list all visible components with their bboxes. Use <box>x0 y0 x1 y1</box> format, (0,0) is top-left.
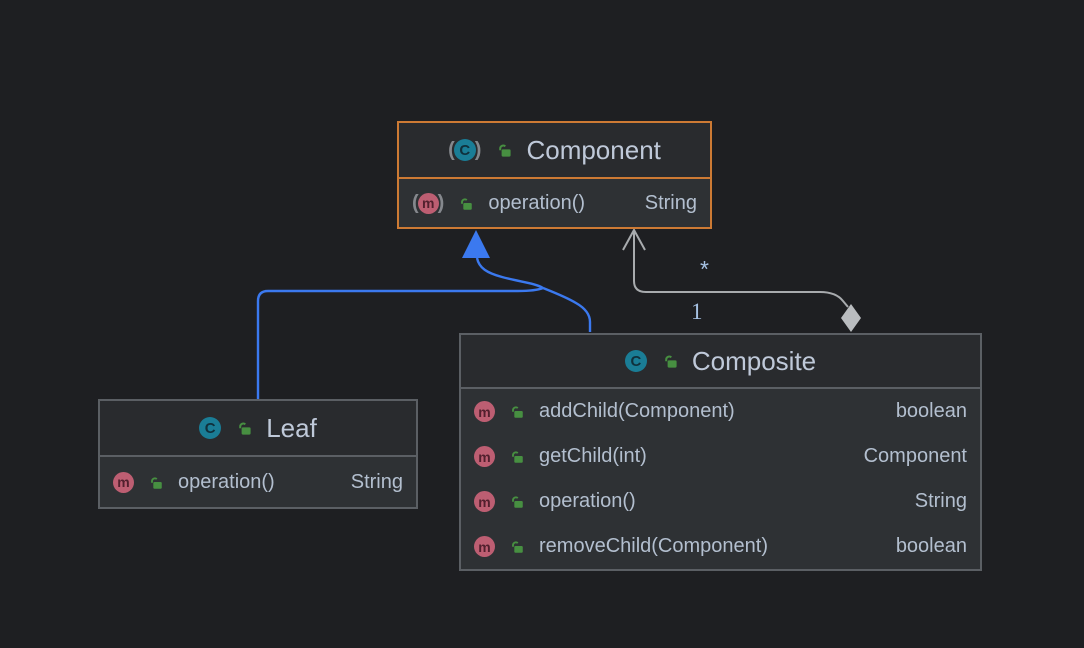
method-row[interactable]: m addChild(Component) boolean <box>461 389 980 434</box>
target-multiplicity-label: * <box>700 256 709 282</box>
member-list: ( m ) operation() String <box>399 179 710 227</box>
inheritance-arrow[interactable] <box>256 230 592 399</box>
method-signature: operation() <box>539 490 636 512</box>
method-return-type: String <box>914 490 967 512</box>
class-node-composite[interactable]: C Composite m addChild(Component) boolea… <box>459 333 982 571</box>
aggregation-edge-line[interactable] <box>633 231 849 308</box>
class-icon: C <box>453 139 476 161</box>
method-row[interactable]: m operation() String <box>461 479 980 524</box>
method-return-type: String <box>350 470 403 493</box>
method-row[interactable]: m operation() String <box>100 457 416 507</box>
method-icon: m <box>474 491 495 512</box>
public-lock-icon <box>512 496 523 508</box>
method-return-type: boolean <box>895 535 967 557</box>
method-return-type: String <box>644 191 697 214</box>
class-title: Composite <box>691 345 817 376</box>
public-lock-icon <box>499 144 512 157</box>
public-lock-icon <box>512 451 523 463</box>
method-signature: operation() <box>488 191 586 214</box>
method-row[interactable]: ( m ) operation() String <box>399 179 710 227</box>
class-title: Component <box>526 134 661 165</box>
method-icon: m <box>474 446 495 467</box>
abstract-class-icon: ( C ) <box>448 139 481 161</box>
abstract-method-icon: ( m ) <box>412 192 445 214</box>
method-icon: m <box>417 192 439 214</box>
method-signature: removeChild(Component) <box>539 535 768 557</box>
abstract-paren-right: ) <box>474 139 482 161</box>
aggregation-diamond-icon <box>841 304 861 332</box>
abstract-paren-left: ( <box>412 192 419 214</box>
class-header[interactable]: C Leaf <box>100 401 416 457</box>
method-icon: m <box>474 536 495 557</box>
public-lock-icon <box>512 406 523 418</box>
method-icon: m <box>474 401 495 422</box>
source-multiplicity-label: 1 <box>691 299 703 324</box>
method-signature: addChild(Component) <box>539 400 735 422</box>
member-list: m addChild(Component) boolean m getChild… <box>461 389 980 569</box>
method-row[interactable]: m getChild(int) Component <box>461 434 980 479</box>
class-icon: C <box>624 350 647 372</box>
class-header[interactable]: ( C ) Component <box>399 123 710 179</box>
public-lock-icon <box>461 197 473 210</box>
public-lock-icon <box>512 541 523 553</box>
open-arrowhead-icon <box>622 227 646 251</box>
member-list: m operation() String <box>100 457 416 507</box>
inheritance-edge-leaf[interactable] <box>256 286 544 399</box>
class-header[interactable]: C Composite <box>461 335 980 389</box>
class-icon: C <box>199 417 222 439</box>
public-lock-icon <box>151 476 162 489</box>
aggregation-arrow[interactable]: * 1 <box>622 227 861 332</box>
method-return-type: boolean <box>895 400 967 422</box>
inheritance-edge-composite[interactable] <box>542 286 592 332</box>
class-title: Leaf <box>266 412 317 443</box>
class-node-leaf[interactable]: C Leaf m operation() String <box>98 399 418 509</box>
class-node-component[interactable]: ( C ) Component ( m ) oper <box>397 121 712 229</box>
inheritance-edge-stem[interactable] <box>475 257 544 290</box>
method-signature: getChild(int) <box>539 445 647 467</box>
method-return-type: Component <box>863 445 967 467</box>
method-signature: operation() <box>178 470 275 493</box>
abstract-paren-left: ( <box>448 139 455 161</box>
method-row[interactable]: m removeChild(Component) boolean <box>461 524 980 569</box>
public-lock-icon <box>239 422 251 435</box>
inheritance-arrowhead-icon <box>462 230 490 258</box>
public-lock-icon <box>665 355 677 368</box>
abstract-paren-right: ) <box>437 192 445 214</box>
method-icon: m <box>113 471 134 493</box>
